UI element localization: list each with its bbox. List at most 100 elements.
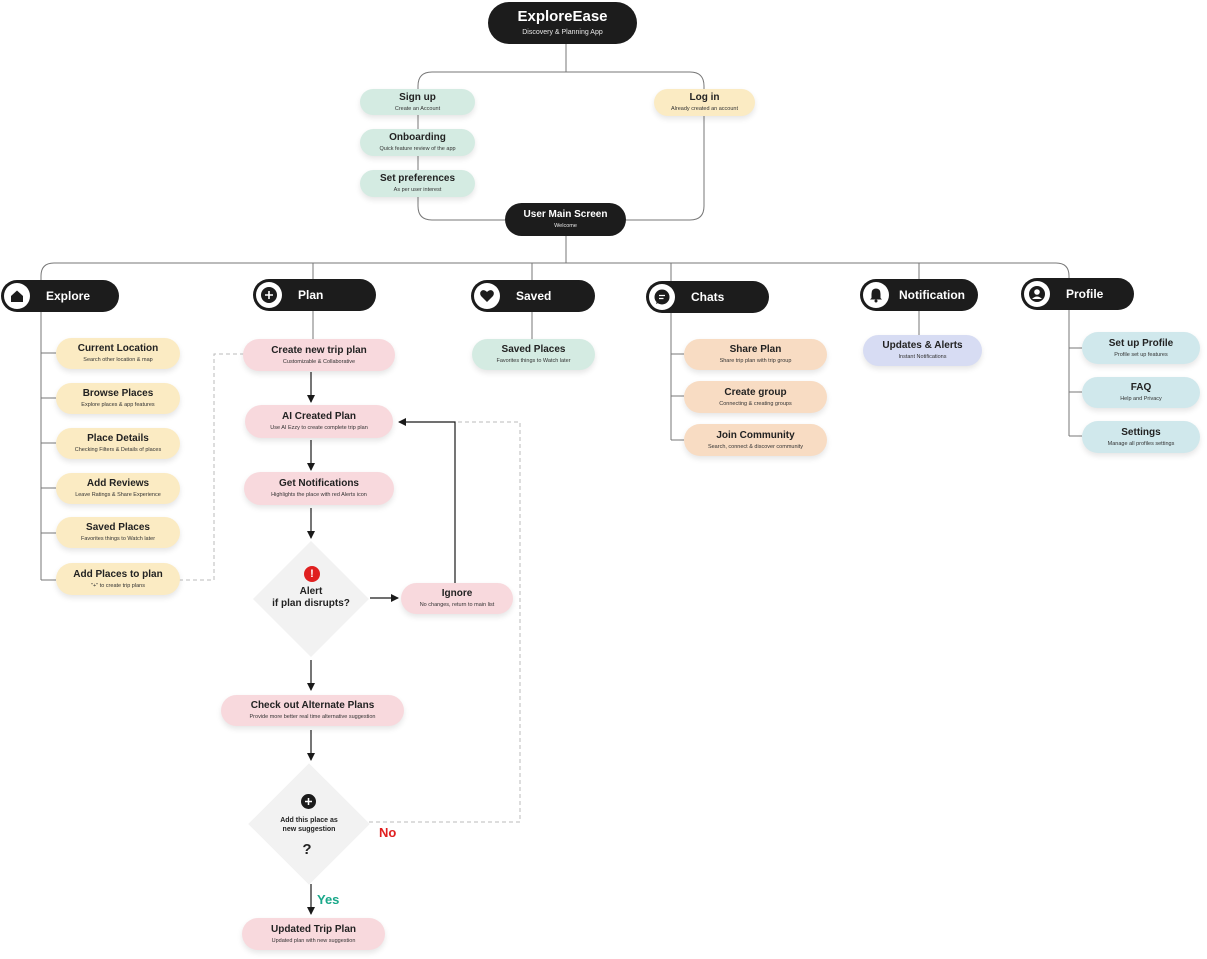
add-suggestion-line-1: Add this place as	[280, 817, 338, 824]
explore-item-subtitle: Explore places & app features	[81, 402, 155, 408]
profile-item[interactable]: Set up Profile Profile set up features	[1082, 332, 1200, 364]
explore-item-title: Current Location	[77, 343, 159, 354]
ignore-node[interactable]: Ignore No changes, return to main list	[401, 583, 513, 614]
explore-item-title: Place Details	[87, 433, 149, 444]
preferences-title: Set preferences	[379, 173, 456, 184]
explore-item-subtitle: Leave Ratings & Share Experience	[75, 492, 161, 498]
explore-item[interactable]: Saved Places Favorites things to Watch l…	[56, 517, 180, 548]
onboarding-subtitle: Quick feature review of the app	[379, 146, 456, 152]
add-suggestion-text: Add this place as new suggestion	[257, 816, 361, 834]
saved-places-node[interactable]: Saved Places Favorites things to Watch l…	[472, 339, 595, 370]
section-saved[interactable]: Saved	[471, 280, 595, 312]
updates-alerts-title: Updates & Alerts	[882, 340, 963, 351]
ignore-title: Ignore	[441, 588, 473, 599]
alternate-plans-subtitle: Provide more better real time alternativ…	[249, 714, 376, 720]
explore-item-subtitle: Checking Filters & Details of places	[74, 447, 162, 453]
section-plan[interactable]: Plan	[253, 279, 376, 311]
explore-item-subtitle: Search other location & map	[83, 357, 153, 363]
home-icon	[4, 283, 30, 309]
alert-line-2: if plan disrupts?	[272, 598, 350, 609]
section-saved-label: Saved	[516, 289, 552, 303]
alert-icon: !	[304, 566, 320, 582]
chat-item[interactable]: Join Community Search, connect & discove…	[684, 424, 827, 456]
profile-item-subtitle: Help and Privacy	[1120, 396, 1162, 402]
alert-decision-text: Alert if plan disrupts?	[256, 586, 366, 610]
no-label: No	[379, 825, 397, 840]
explore-item-title: Add Places to plan	[73, 568, 163, 580]
login-node[interactable]: Log in Already created an account	[654, 89, 755, 116]
section-profile[interactable]: Profile	[1021, 278, 1134, 310]
updated-trip-plan-node[interactable]: Updated Trip Plan Updated plan with new …	[242, 918, 385, 950]
profile-item-title: Settings	[1121, 426, 1161, 438]
profile-item-subtitle: Profile set up features	[1114, 351, 1168, 358]
signup-node[interactable]: Sign up Create an Account	[360, 89, 475, 115]
explore-item[interactable]: Current Location Search other location &…	[56, 338, 180, 369]
get-notifications-title: Get Notifications	[278, 478, 359, 489]
bell-icon	[863, 282, 889, 308]
updates-alerts-subtitle: Instant Notifications	[898, 354, 947, 360]
plus-circle-icon	[301, 794, 316, 809]
updates-alerts-node[interactable]: Updates & Alerts Instant Notifications	[863, 335, 982, 366]
explore-item-subtitle: Favorites things to Watch later	[80, 536, 156, 542]
ai-created-plan-node[interactable]: AI Created Plan Use AI Ezzy to create co…	[245, 405, 393, 438]
section-notification-label: Notification	[899, 288, 965, 302]
section-plan-label: Plan	[298, 288, 324, 302]
explore-item[interactable]: Place Details Checking Filters & Details…	[56, 428, 180, 459]
section-chats[interactable]: Chats	[646, 281, 769, 313]
get-notifications-node[interactable]: Get Notifications Highlights the place w…	[244, 472, 394, 505]
chat-item[interactable]: Share Plan Share trip plan with trip gro…	[684, 339, 827, 370]
chat-item-subtitle: Search, connect & discover community	[707, 443, 804, 450]
explore-item-title: Browse Places	[82, 388, 154, 399]
alert-line-1: Alert	[299, 586, 323, 597]
app-title: ExploreEase	[517, 8, 608, 25]
saved-places-subtitle: Favorites things to Watch later	[496, 358, 571, 364]
section-explore[interactable]: Explore	[1, 280, 119, 312]
login-title: Log in	[689, 92, 720, 103]
alternate-plans-title: Check out Alternate Plans	[250, 700, 375, 711]
alternate-plans-node[interactable]: Check out Alternate Plans Provide more b…	[221, 695, 404, 726]
main-screen-node[interactable]: User Main Screen Welcome	[505, 203, 626, 236]
explore-item-title: Saved Places	[86, 522, 150, 533]
signup-title: Sign up	[399, 91, 436, 103]
chat-item-title: Create group	[724, 386, 787, 398]
chat-item-subtitle: Share trip plan with trip group	[719, 358, 792, 364]
create-trip-plan-title: Create new trip plan	[271, 344, 367, 356]
updated-trip-plan-title: Updated Trip Plan	[270, 923, 356, 935]
section-explore-label: Explore	[46, 289, 91, 303]
create-trip-plan-node[interactable]: Create new trip plan Customizable & Coll…	[243, 339, 395, 371]
section-profile-label: Profile	[1066, 287, 1104, 301]
main-screen-title: User Main Screen	[523, 209, 608, 220]
explore-item-subtitle: "+" to create trip plans	[91, 582, 145, 589]
onboarding-title: Onboarding	[389, 132, 446, 143]
profile-item[interactable]: FAQ Help and Privacy	[1082, 377, 1200, 408]
chat-item[interactable]: Create group Connecting & creating group…	[684, 381, 827, 413]
chat-bubble-icon	[649, 284, 675, 310]
login-subtitle: Already created an account	[671, 106, 738, 112]
get-notifications-subtitle: Highlights the place with red Alerts ico…	[271, 492, 367, 498]
signup-subtitle: Create an Account	[394, 105, 441, 112]
main-screen-subtitle: Welcome	[554, 223, 577, 229]
onboarding-node[interactable]: Onboarding Quick feature review of the a…	[360, 129, 475, 156]
user-icon	[1024, 281, 1050, 307]
create-trip-plan-subtitle: Customizable & Collaborative	[282, 358, 356, 365]
explore-item[interactable]: Add Reviews Leave Ratings & Share Experi…	[56, 473, 180, 504]
add-suggestion-line-2: new suggestion	[282, 826, 336, 833]
preferences-node[interactable]: Set preferences As per user interest	[360, 170, 475, 197]
profile-item[interactable]: Settings Manage all profiles settings	[1082, 421, 1200, 453]
section-notification[interactable]: Notification	[860, 279, 978, 311]
app-subtitle: Discovery & Planning App	[522, 29, 603, 36]
heart-icon	[474, 283, 500, 309]
explore-item[interactable]: Add Places to plan "+" to create trip pl…	[56, 563, 180, 595]
chat-item-title: Share Plan	[729, 344, 782, 355]
profile-item-title: Set up Profile	[1108, 337, 1174, 349]
explore-item[interactable]: Browse Places Explore places & app featu…	[56, 383, 180, 414]
ai-created-plan-subtitle: Use AI Ezzy to create complete trip plan	[270, 425, 368, 431]
explore-item-title: Add Reviews	[86, 478, 150, 489]
root-node: ExploreEase Discovery & Planning App	[488, 2, 637, 44]
chat-item-subtitle: Connecting & creating groups	[719, 400, 792, 407]
profile-item-title: FAQ	[1130, 382, 1152, 393]
question-mark: ?	[302, 841, 312, 858]
saved-places-title: Saved Places	[501, 344, 566, 355]
preferences-subtitle: As per user interest	[393, 187, 442, 193]
